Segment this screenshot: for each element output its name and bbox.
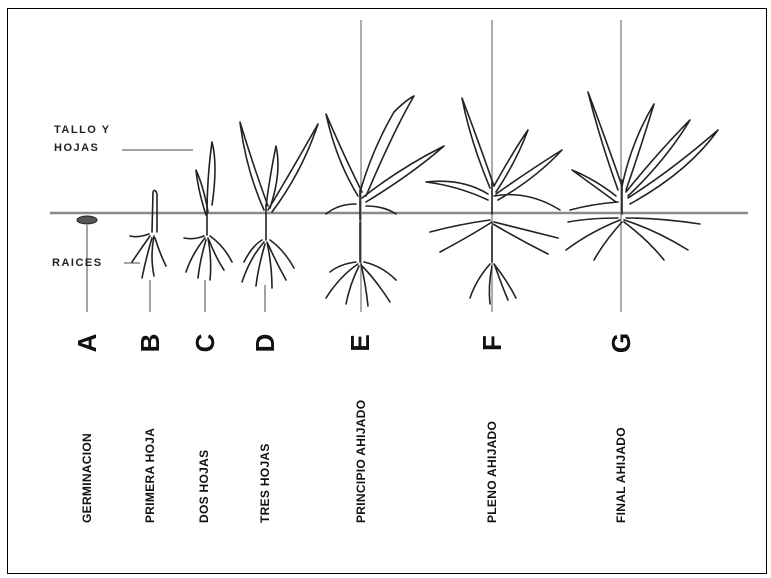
plant-g [566, 92, 718, 260]
stage-name-g: FINAL AHIJADO [614, 427, 628, 523]
stage-letter-a: A [72, 328, 102, 358]
stage-letter-e: E [345, 328, 375, 358]
stem-leaves-label-line2: HOJAS [54, 142, 99, 154]
stage-letter-g: G [606, 328, 636, 358]
plant-a-seed [77, 216, 97, 224]
plant-c [184, 142, 232, 280]
plant-d [240, 122, 318, 288]
stage-name-c: DOS HOJAS [197, 450, 211, 523]
stage-name-d: TRES HOJAS [258, 443, 272, 523]
plant-f [426, 98, 562, 304]
stage-letter-f: F [477, 328, 507, 358]
roots-label: RAICES [52, 257, 103, 269]
stage-name-a: GERMINACION [80, 433, 94, 523]
stage-letter-d: D [250, 328, 280, 358]
stage-name-f: PLENO AHIJADO [485, 421, 499, 523]
stage-letter-c: C [190, 328, 220, 358]
stage-name-b: PRIMERA HOJA [143, 428, 157, 523]
stage-name-e: PRINCIPIO AHIJADO [354, 400, 368, 523]
plant-e [326, 96, 444, 306]
plant-b [130, 190, 166, 278]
stage-letter-b: B [135, 328, 165, 358]
stem-leaves-label-line1: TALLO Y [54, 124, 111, 136]
